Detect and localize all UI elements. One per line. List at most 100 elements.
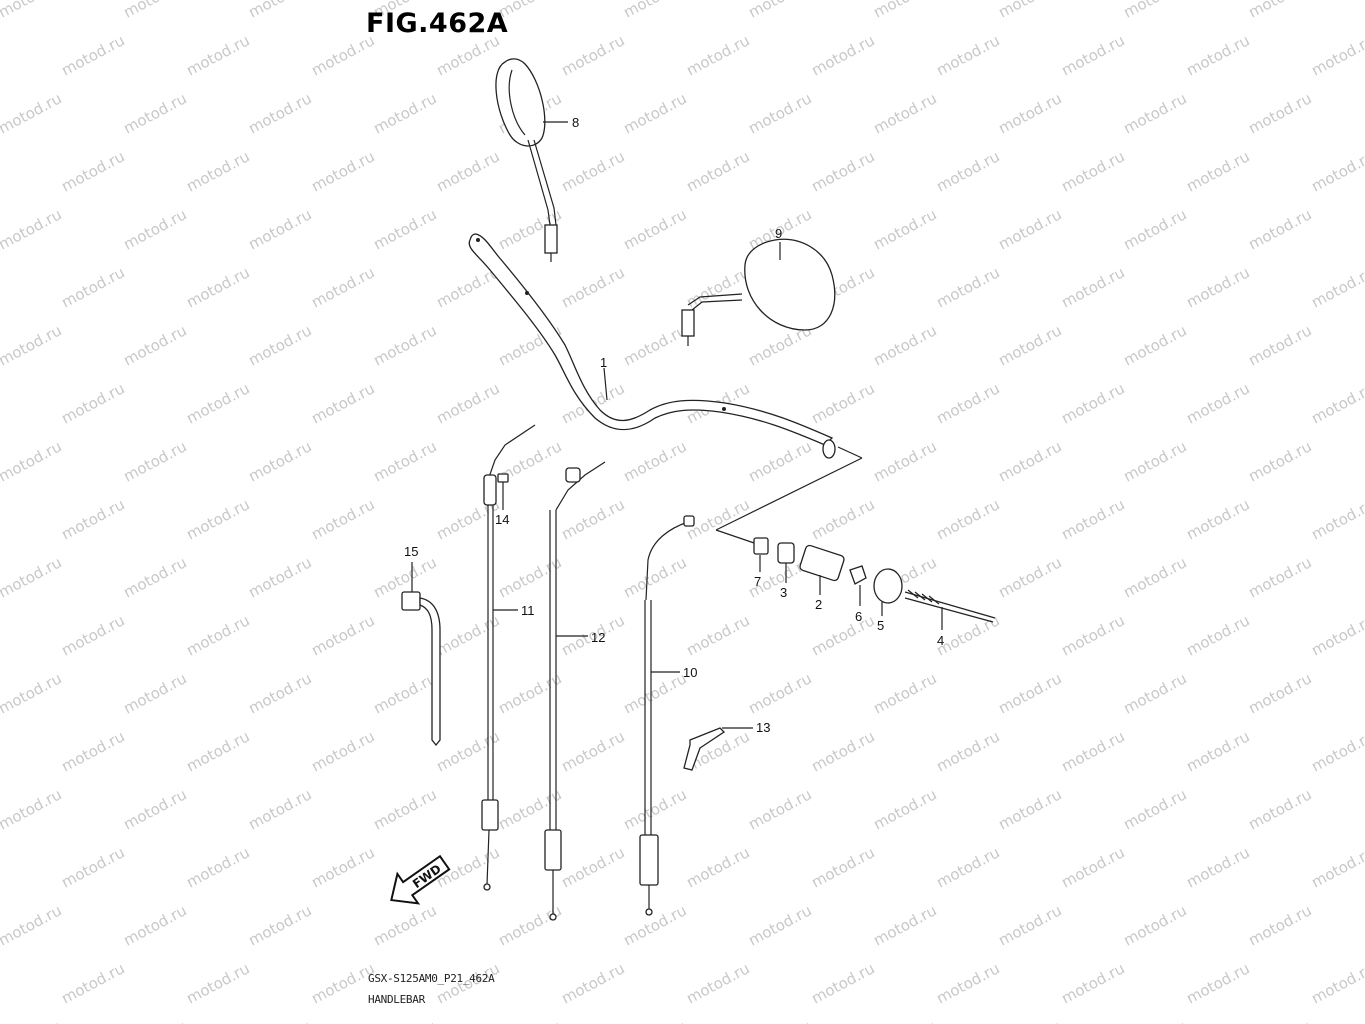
watermark-text: motod.ru — [370, 1017, 439, 1024]
watermark-text: motod.ru — [0, 727, 3, 775]
watermark-text: motod.ru — [183, 959, 252, 1007]
watermark-text: motod.ru — [1308, 611, 1365, 659]
watermark-text: motod.ru — [933, 495, 1002, 543]
watermark-text: motod.ru — [745, 1017, 814, 1024]
watermark-text: motod.ru — [183, 843, 252, 891]
callout-9: 9 — [775, 226, 782, 241]
watermark-text: motod.ru — [245, 437, 314, 485]
watermark-text: motod.ru — [183, 727, 252, 775]
watermark-text: motod.ru — [0, 553, 65, 601]
watermark-text: motod.ru — [370, 669, 439, 717]
bolt-14 — [497, 473, 509, 500]
watermark-text: motod.ru — [995, 901, 1064, 949]
watermark-text: motod.ru — [558, 495, 627, 543]
watermark-text: motod.ru — [308, 379, 377, 427]
callout-1: 1 — [600, 355, 607, 370]
watermark-text: motod.ru — [683, 611, 752, 659]
watermark-text: motod.ru — [0, 437, 65, 485]
watermark-text: motod.ru — [1120, 321, 1189, 369]
watermark-text: motod.ru — [1245, 1017, 1314, 1024]
watermark-text: motod.ru — [870, 89, 939, 137]
callout-5: 5 — [877, 618, 884, 633]
watermark-text: motod.ru — [620, 437, 689, 485]
watermark-text: motod.ru — [745, 785, 814, 833]
watermark-text: motod.ru — [620, 0, 689, 22]
watermark-text: motod.ru — [683, 31, 752, 79]
watermark-text: motod.ru — [245, 669, 314, 717]
watermark-text: motod.ru — [0, 263, 3, 311]
callout-15: 15 — [404, 544, 418, 559]
watermark-text: motod.ru — [1058, 959, 1127, 1007]
grip-assembly — [753, 537, 996, 623]
watermark-text: motod.ru — [808, 843, 877, 891]
watermark-text: motod.ru — [245, 321, 314, 369]
watermark-text: motod.ru — [58, 31, 127, 79]
cable-11 — [481, 424, 536, 891]
watermark-text: motod.ru — [1058, 843, 1127, 891]
watermark-text: motod.ru — [745, 901, 814, 949]
mirror-left — [495, 58, 558, 262]
watermark-text: motod.ru — [183, 495, 252, 543]
watermark-text: motod.ru — [433, 611, 502, 659]
watermark-text: motod.ru — [1058, 611, 1127, 659]
watermark-text: motod.ru — [933, 147, 1002, 195]
watermark-text: motod.ru — [1245, 205, 1314, 253]
watermark-text: motod.ru — [808, 611, 877, 659]
watermark-text: motod.ru — [370, 321, 439, 369]
mirror-right — [681, 238, 836, 346]
watermark-text: motod.ru — [0, 31, 3, 79]
cable-tie-15 — [401, 591, 441, 747]
watermark-text: motod.ru — [1245, 89, 1314, 137]
callout-8: 8 — [572, 115, 579, 130]
watermark-text: motod.ru — [620, 785, 689, 833]
watermark-text: motod.ru — [370, 89, 439, 137]
watermark-text: motod.ru — [0, 669, 65, 717]
watermark-text: motod.ru — [120, 669, 189, 717]
watermark-text: motod.ru — [0, 321, 65, 369]
watermark-text: motod.ru — [808, 727, 877, 775]
watermark-text: motod.ru — [370, 785, 439, 833]
watermark-text: motod.ru — [1120, 901, 1189, 949]
watermark-text: motod.ru — [1183, 263, 1252, 311]
watermark-text: motod.ru — [1183, 611, 1252, 659]
watermark-text: motod.ru — [1245, 321, 1314, 369]
assembly-guide-lines — [715, 446, 863, 546]
callout-13: 13 — [756, 720, 770, 735]
watermark-text: motod.ru — [933, 727, 1002, 775]
watermark-text: motod.ru — [1308, 31, 1365, 79]
figure-title: FIG.462A — [366, 8, 509, 39]
watermark-text: motod.ru — [0, 0, 65, 22]
watermark-text: motod.ru — [683, 263, 752, 311]
watermark-text: motod.ru — [1058, 147, 1127, 195]
watermark-text: motod.ru — [620, 1017, 689, 1024]
watermark-text: motod.ru — [1120, 89, 1189, 137]
watermark-text: motod.ru — [1120, 205, 1189, 253]
watermark-text: motod.ru — [1308, 727, 1365, 775]
watermark-text: motod.ru — [0, 379, 3, 427]
watermark-text: motod.ru — [495, 1017, 564, 1024]
watermark-text: motod.ru — [1058, 263, 1127, 311]
watermark-text: motod.ru — [0, 1017, 65, 1024]
watermark-text: motod.ru — [1120, 437, 1189, 485]
watermark-text: motod.ru — [120, 553, 189, 601]
watermark-text: motod.ru — [1245, 669, 1314, 717]
watermark-text: motod.ru — [558, 959, 627, 1007]
watermark-text: motod.ru — [58, 263, 127, 311]
watermark-text: motod.ru — [183, 263, 252, 311]
watermark-text: motod.ru — [1120, 785, 1189, 833]
watermark-text: motod.ru — [308, 495, 377, 543]
watermark-text: motod.ru — [58, 727, 127, 775]
watermark-text: motod.ru — [495, 669, 564, 717]
bracket-13 — [683, 727, 726, 771]
watermark-text: motod.ru — [245, 0, 314, 22]
watermark-text: motod.ru — [745, 89, 814, 137]
watermark-text: motod.ru — [1308, 959, 1365, 1007]
watermark-text: motod.ru — [1058, 727, 1127, 775]
watermark-text: motod.ru — [745, 669, 814, 717]
watermark-text: motod.ru — [120, 437, 189, 485]
watermark-text: motod.ru — [870, 0, 939, 22]
watermark-text: motod.ru — [58, 611, 127, 659]
watermark-text: motod.ru — [495, 785, 564, 833]
